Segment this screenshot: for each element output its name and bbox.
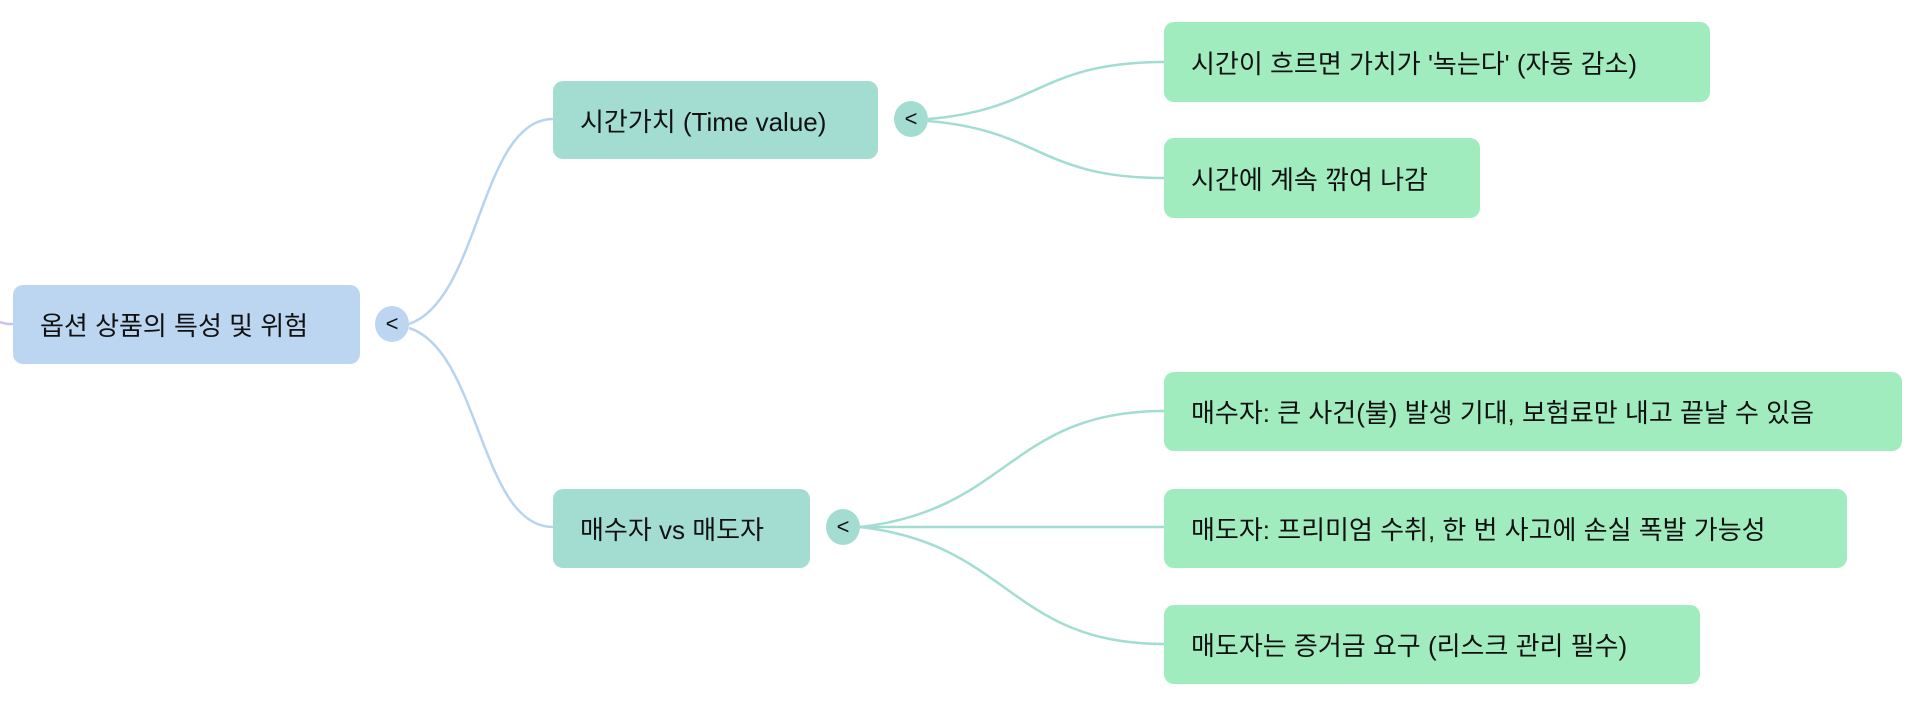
leaf-node-label: 매도자: 프리미엄 수취, 한 번 사고에 손실 폭발 가능성 (1191, 515, 1766, 545)
link-root-to-time-value (408, 117, 554, 326)
chevron-left-icon: < (904, 106, 918, 131)
chevron-left-icon: < (836, 514, 850, 539)
buyer-seller-collapse-toggle[interactable]: < (826, 509, 860, 545)
leaf-node-label: 매도자는 증거금 요구 (리스크 관리 필수) (1191, 631, 1628, 661)
link-time-value-leaf-2 (927, 119, 1165, 180)
leaf-node-label: 시간에 계속 깎여 나감 (1191, 164, 1428, 195)
link-buyer-seller-leaf-1 (859, 409, 1165, 529)
link-root-to-buyer-seller (408, 326, 554, 529)
leaf-node-label: 매수자: 큰 사건(불) 발생 기대, 보험료만 내고 끝날 수 있음 (1191, 398, 1815, 428)
time-value-collapse-toggle[interactable]: < (894, 101, 928, 137)
leaf-node[interactable]: 매수자: 큰 사건(불) 발생 기대, 보험료만 내고 끝날 수 있음 (1164, 372, 1902, 451)
branch-node-label: 매수자 vs 매도자 (580, 515, 764, 545)
leaf-node[interactable]: 시간에 계속 깎여 나감 (1164, 138, 1480, 218)
link-buyer-seller-leaf-3 (859, 525, 1165, 646)
leaf-node[interactable]: 시간이 흐르면 가치가 '녹는다' (자동 감소) (1164, 22, 1710, 102)
chevron-left-icon: < (385, 311, 399, 336)
root-node-label: 옵션 상품의 특성 및 위험 (40, 311, 309, 341)
leaf-node-label: 시간이 흐르면 가치가 '녹는다' (자동 감소) (1191, 48, 1638, 79)
root-node[interactable]: 옵션 상품의 특성 및 위험 (13, 285, 360, 364)
link-time-value-leaf-1 (927, 60, 1165, 121)
branch-node-buyer-vs-seller[interactable]: 매수자 vs 매도자 (553, 489, 810, 568)
leaf-node[interactable]: 매도자: 프리미엄 수취, 한 번 사고에 손실 폭발 가능성 (1164, 489, 1847, 568)
root-collapse-toggle[interactable]: < (375, 306, 409, 342)
branch-node-time-value[interactable]: 시간가치 (Time value) (553, 81, 878, 159)
branch-node-label: 시간가치 (Time value) (580, 106, 827, 137)
leaf-node[interactable]: 매도자는 증거금 요구 (리스크 관리 필수) (1164, 605, 1700, 684)
parent-link (0, 320, 14, 326)
